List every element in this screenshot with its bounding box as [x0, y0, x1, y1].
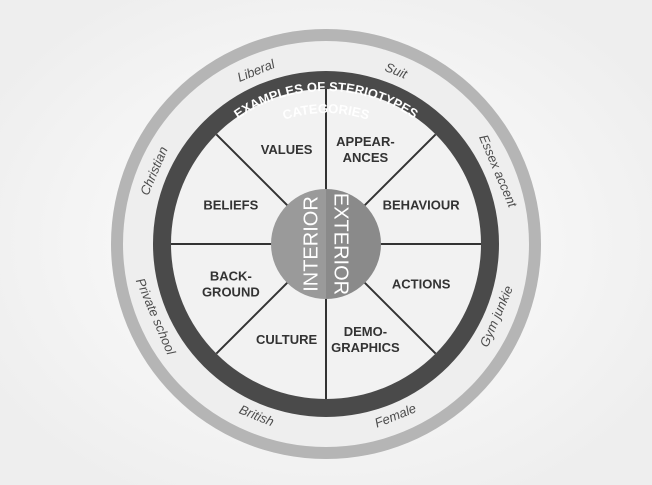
category-label: DEMO-GRAPHICS: [331, 324, 400, 355]
category-label: BEHAVIOUR: [383, 198, 461, 213]
spoke-line: [363, 281, 437, 355]
category-label: BELIEFS: [203, 198, 258, 213]
category-labels: APPEAR-ANCES BEHAVIOUR ACTIONS DEMO-GRAPHIC…: [202, 134, 460, 355]
hub: INTERIOR EXTERIOR: [271, 189, 381, 299]
category-label: ACTIONS: [392, 276, 451, 291]
category-label: APPEAR-ANCES: [336, 134, 395, 165]
hub-exterior-half: [326, 189, 381, 299]
spoke-line: [363, 133, 437, 207]
hub-interior-label: INTERIOR: [300, 196, 322, 292]
hub-exterior-label: EXTERIOR: [330, 193, 352, 295]
wheel-spokes: [171, 89, 481, 399]
category-label: VALUES: [261, 142, 313, 157]
spoke-line: [215, 281, 289, 355]
spoke-line: [215, 133, 289, 207]
hub-interior-half: [271, 189, 326, 299]
category-label: CULTURE: [256, 332, 317, 347]
category-label: BACK-GROUND: [202, 268, 260, 299]
